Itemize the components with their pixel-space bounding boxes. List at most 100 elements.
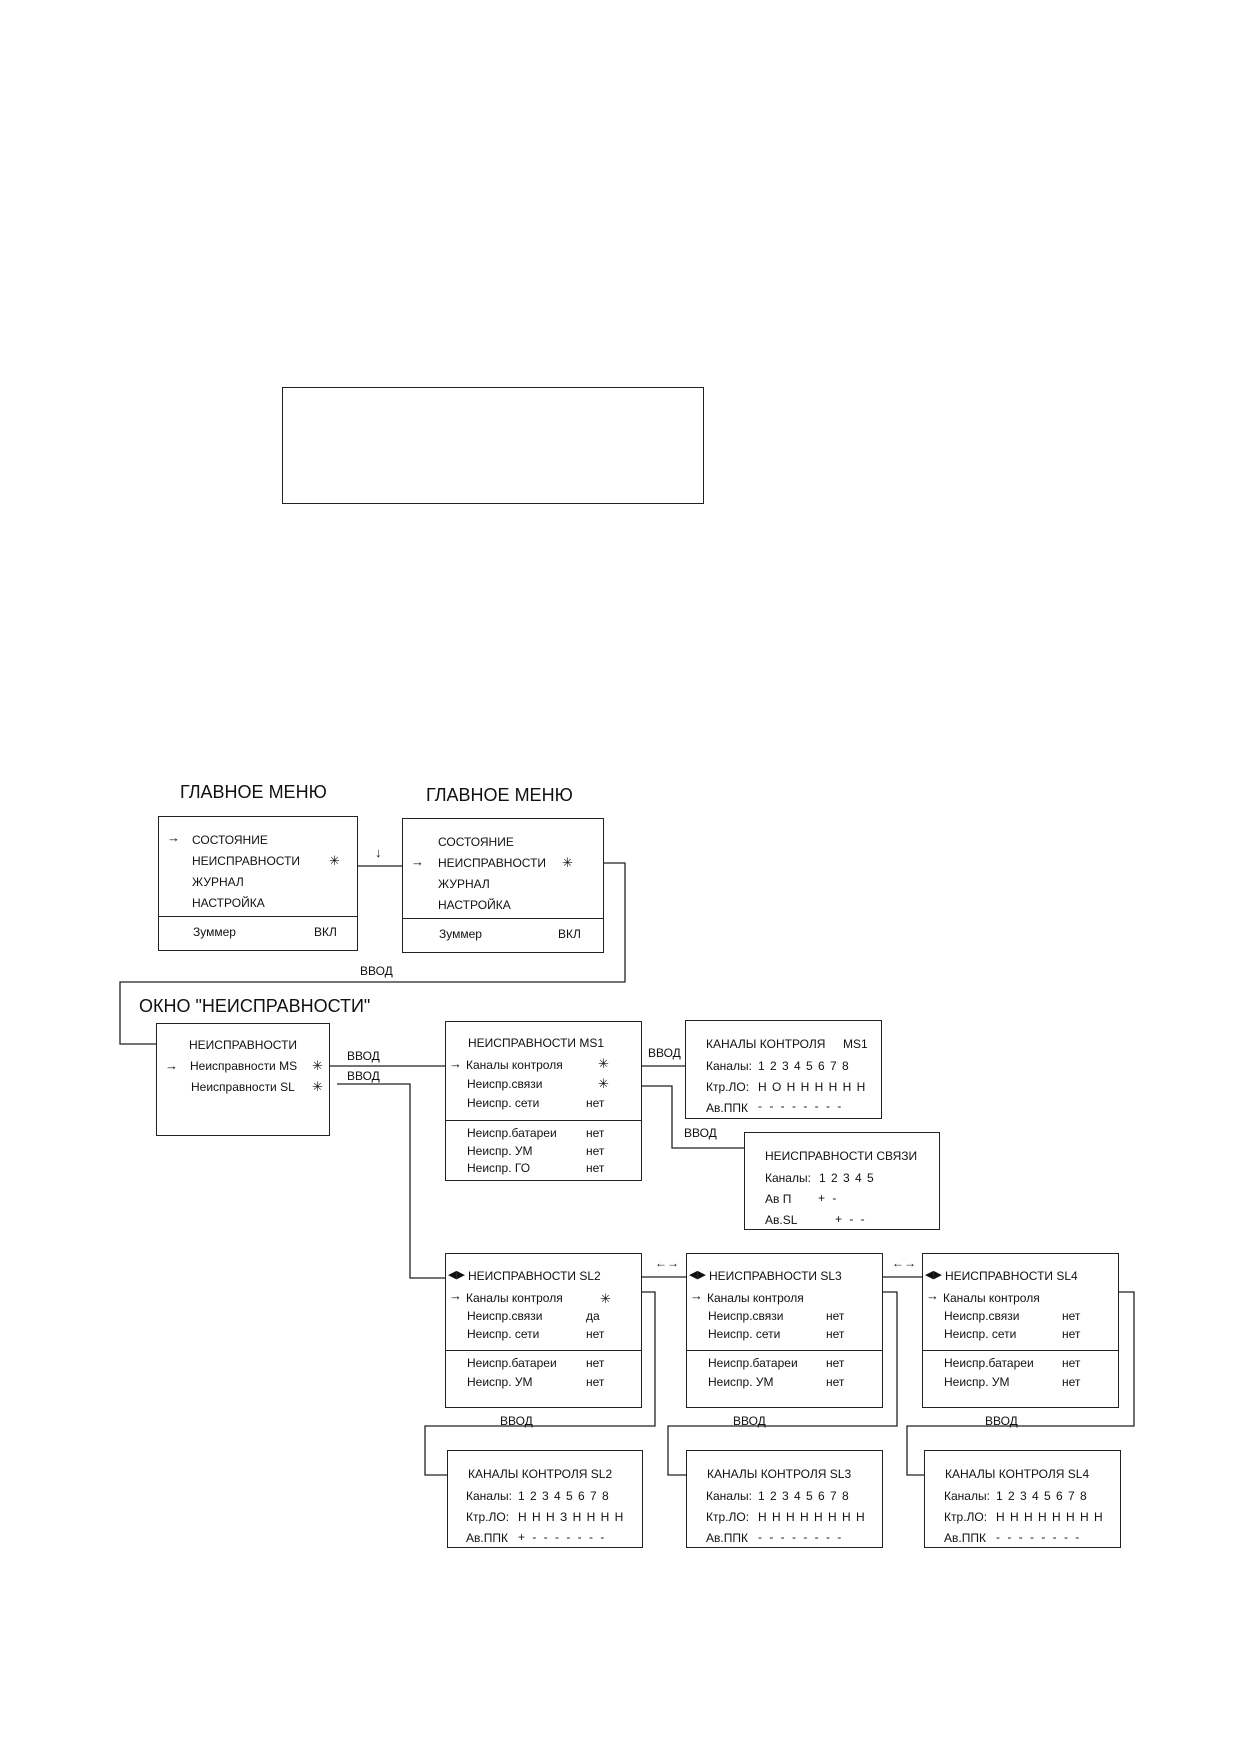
sl-row-label[interactable]: Неиспр. сети — [467, 1327, 540, 1341]
channels-sl-header: КАНАЛЫ КОНТРОЛЯ SL3 — [707, 1467, 852, 1481]
channels-numbers: 1 2 3 4 5 6 7 8 — [996, 1489, 1088, 1503]
nav-icon[interactable]: ◀▶ — [448, 1269, 465, 1281]
nav-icon[interactable]: ◀▶ — [689, 1269, 706, 1281]
sl-row-value: нет — [1062, 1309, 1081, 1323]
ctrl-label: Ктр.ЛО: — [706, 1080, 750, 1094]
faults-item-ms[interactable]: Неисправности MS — [190, 1059, 298, 1073]
channels-label: Каналы: — [765, 1171, 811, 1185]
menu-item-log[interactable]: ЖУРНАЛ — [438, 877, 490, 891]
sl-row-label[interactable]: Неиспр.батареи — [944, 1356, 1034, 1370]
avp-label: Ав П — [765, 1192, 792, 1206]
nav-icon[interactable]: ◀▶ — [925, 1269, 942, 1281]
sl-header: НЕИСПРАВНОСТИ SL4 — [945, 1269, 1078, 1283]
comm-header: НЕИСПРАВНОСТИ СВЯЗИ — [765, 1149, 918, 1163]
arrow-right-icon: → — [449, 1288, 462, 1303]
sl-row-label[interactable]: Каналы контроля — [707, 1291, 804, 1305]
channels-ms1-header: КАНАЛЫ КОНТРОЛЯ — [706, 1037, 826, 1051]
ms1-row-label[interactable]: Неиспр. УМ — [467, 1144, 533, 1158]
sl-header: НЕИСПРАВНОСТИ SL2 — [468, 1269, 601, 1283]
arrow-right-icon: → — [165, 1058, 178, 1073]
sl-row-label[interactable]: Неиспр. сети — [944, 1327, 1017, 1341]
channels-label: Каналы: — [706, 1489, 752, 1503]
channels-numbers: 1 2 3 4 5 — [819, 1171, 875, 1185]
buzzer-label: Зуммер — [193, 925, 236, 939]
star-icon: ✳ — [562, 855, 573, 870]
sl-row-value: нет — [826, 1375, 845, 1389]
avsl-label: Ав.SL — [765, 1213, 798, 1227]
av-values: - - - - - - - - — [758, 1530, 844, 1544]
channels-ms1-unit: MS1 — [843, 1037, 868, 1051]
ms1-row-label[interactable]: Неиспр.батареи — [467, 1126, 557, 1140]
swap-icon: ←→ — [655, 1256, 679, 1270]
enter-label: ВВОД — [733, 1414, 766, 1428]
ctrl-values: Н Н Н Н Н Н Н Н — [758, 1510, 866, 1524]
sl4-faults-panel: ◀▶ НЕИСПРАВНОСТИ SL4 → Каналы контроля Н… — [922, 1253, 1119, 1408]
menu-item-faults[interactable]: НЕИСПРАВНОСТИ — [192, 854, 301, 868]
ms1-row-label[interactable]: Каналы контроля — [466, 1058, 563, 1072]
avp-values: + - — [818, 1191, 839, 1205]
sl-row-value: нет — [1062, 1327, 1081, 1341]
ms1-header: НЕИСПРАВНОСТИ MS1 — [468, 1036, 605, 1050]
ctrl-label: Ктр.ЛО: — [944, 1510, 988, 1524]
faults-window-panel: НЕИСПРАВНОСТИ → Неисправности MS ✳ Неисп… — [156, 1023, 330, 1136]
ctrl-values: Н Н Н З Н Н Н Н — [518, 1510, 625, 1524]
ms1-row-value: нет — [586, 1144, 605, 1158]
sl-row-label[interactable]: Неиспр.связи — [467, 1309, 543, 1323]
sl2-faults-panel: ◀▶ НЕИСПРАВНОСТИ SL2 → Каналы контроля ✳… — [445, 1253, 642, 1408]
channels-label: Каналы: — [944, 1489, 990, 1503]
sl-row-label[interactable]: Неиспр. УМ — [467, 1375, 533, 1389]
av-values: + - - - - - - - — [518, 1530, 607, 1544]
arrow-right-icon: → — [411, 854, 424, 869]
ms1-row-label[interactable]: Неиспр. ГО — [467, 1161, 531, 1175]
divider — [446, 1350, 641, 1351]
comm-faults-panel: НЕИСПРАВНОСТИ СВЯЗИ Каналы: 1 2 3 4 5 Ав… — [744, 1132, 940, 1230]
enter-label: ВВОД — [648, 1046, 681, 1060]
channels-sl-header: КАНАЛЫ КОНТРОЛЯ SL2 — [468, 1467, 613, 1481]
ms1-row-label[interactable]: Неиспр. сети — [467, 1096, 540, 1110]
sl-row-label[interactable]: Неиспр. УМ — [708, 1375, 774, 1389]
main-menu-title-2: ГЛАВНОЕ МЕНЮ — [426, 785, 573, 805]
av-label: Ав.ППК — [944, 1531, 986, 1545]
sl-row-label[interactable]: Каналы контроля — [466, 1291, 563, 1305]
enter-label: ВВОД — [985, 1414, 1018, 1428]
enter-label: ВВОД — [500, 1414, 533, 1428]
sl-row-label[interactable]: Неиспр.батареи — [708, 1356, 798, 1370]
star-icon: ✳ — [329, 853, 340, 868]
channels-sl2-panel: КАНАЛЫ КОНТРОЛЯ SL2 Каналы: 1 2 3 4 5 6 … — [447, 1450, 643, 1548]
menu-item-status[interactable]: СОСТОЯНИЕ — [192, 833, 268, 847]
menu-item-log[interactable]: ЖУРНАЛ — [192, 875, 244, 889]
menu-item-faults[interactable]: НЕИСПРАВНОСТИ — [438, 856, 547, 870]
divider — [687, 1350, 882, 1351]
arrow-right-icon: → — [690, 1288, 703, 1303]
sl-row-label[interactable]: Неиспр.связи — [944, 1309, 1020, 1323]
arrow-right-icon: → — [167, 830, 180, 845]
faults-header: НЕИСПРАВНОСТИ — [189, 1038, 298, 1052]
sl-row-label[interactable]: Неиспр.связи — [708, 1309, 784, 1323]
sl-row-label[interactable]: Неиспр. УМ — [944, 1375, 1010, 1389]
menu-item-status[interactable]: СОСТОЯНИЕ — [438, 835, 514, 849]
sl-row-label[interactable]: Каналы контроля — [943, 1291, 1040, 1305]
enter-label: ВВОД — [347, 1049, 380, 1063]
star-icon: ✳ — [598, 1076, 609, 1091]
menu-item-settings[interactable]: НАСТРОЙКА — [192, 896, 265, 910]
buzzer-value[interactable]: ВКЛ — [558, 927, 581, 941]
sl-row-value: да — [586, 1309, 600, 1323]
sl-row-value: нет — [826, 1327, 845, 1341]
buzzer-label: Зуммер — [439, 927, 482, 941]
star-icon: ✳ — [600, 1291, 611, 1306]
divider — [446, 1120, 641, 1121]
channels-sl4-panel: КАНАЛЫ КОНТРОЛЯ SL4 Каналы: 1 2 3 4 5 6 … — [924, 1450, 1121, 1548]
sl-row-label[interactable]: Неиспр. сети — [708, 1327, 781, 1341]
divider — [159, 916, 357, 917]
ms1-row-label[interactable]: Неиспр.связи — [467, 1077, 543, 1091]
channels-numbers: 1 2 3 4 5 6 7 8 — [518, 1489, 610, 1503]
swap-icon: ←→ — [892, 1256, 916, 1270]
sl-row-label[interactable]: Неиспр.батареи — [467, 1356, 557, 1370]
buzzer-value[interactable]: ВКЛ — [314, 925, 337, 939]
sl3-faults-panel: ◀▶ НЕИСПРАВНОСТИ SL3 → Каналы контроля Н… — [686, 1253, 883, 1408]
ctrl-values: Н О Н Н Н Н Н Н — [758, 1080, 867, 1094]
sl-row-value: нет — [1062, 1356, 1081, 1370]
menu-item-settings[interactable]: НАСТРОЙКА — [438, 898, 511, 912]
faults-item-sl[interactable]: Неисправности SL — [191, 1080, 295, 1094]
